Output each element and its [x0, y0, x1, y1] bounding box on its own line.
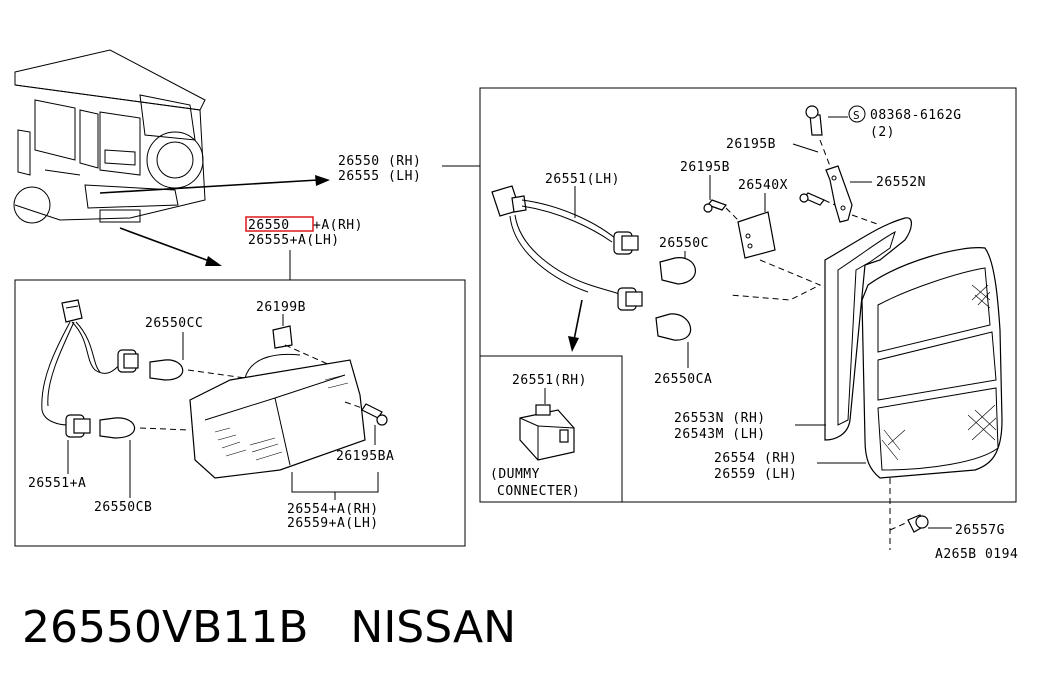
bolt-symbol	[848, 105, 866, 123]
label-26551a: 26551+A	[28, 476, 86, 491]
part-number-footer: 26550VB11B NISSAN	[22, 598, 1022, 668]
part-number: 26550VB11B	[22, 602, 309, 653]
label-26550ca: 26550CA	[654, 372, 712, 387]
label-26554-rh: 26554 (RH)	[714, 451, 797, 466]
dummy-connector-box	[479, 355, 623, 503]
label-26559-lh: 26559 (LH)	[714, 467, 797, 482]
bumper-lamp-box	[14, 279, 466, 547]
vehicle-arrows	[99, 175, 330, 266]
label-26543m-lh: 26543M (LH)	[674, 427, 766, 442]
label-diagram-code: A265B 0194	[935, 547, 1018, 562]
combination-lamp-parts	[491, 105, 1003, 550]
label-26195ba: 26195BA	[336, 449, 394, 464]
label-bolt-s: S	[853, 109, 860, 122]
label-bolt-qty: (2)	[870, 125, 895, 140]
label-26550cc: 26550CC	[145, 316, 203, 331]
label-26555-lh: 26555 (LH)	[338, 169, 421, 184]
label-26540x: 26540X	[738, 178, 788, 193]
bumper-lamp-parts	[41, 299, 388, 479]
label-26557g: 26557G	[955, 523, 1005, 538]
vehicle-illustration	[13, 49, 206, 224]
label-26555a-lh: 26555+A(LH)	[248, 233, 340, 248]
label-26199b: 26199B	[256, 300, 306, 315]
highlight-box	[245, 216, 314, 232]
label-26550cb: 26550CB	[94, 500, 152, 515]
label-26550-highlight: 26550	[248, 218, 290, 233]
label-26550c: 26550C	[659, 236, 709, 251]
label-26550a-rh-suffix: +A(RH)	[313, 218, 363, 233]
label-26551-rh: 26551(RH)	[512, 373, 587, 388]
label-26554a-rh: 26554+A(RH)	[287, 502, 379, 517]
label-dummy-line1: (DUMMY	[490, 467, 540, 482]
label-26195b: 26195B	[680, 160, 730, 175]
label-08368-6162g: 08368-6162G	[870, 108, 962, 123]
label-26553n-rh: 26553N (RH)	[674, 411, 766, 426]
label-26552n: 26552N	[876, 175, 926, 190]
label-26195b-top: 26195B	[726, 137, 776, 152]
label-26559a-lh: 26559+A(LH)	[287, 516, 379, 531]
label-dummy-line2: CONNECTER)	[497, 484, 580, 499]
brand-name: NISSAN	[350, 602, 516, 653]
combination-lamp-box	[479, 87, 1017, 503]
label-26550-rh: 26550 (RH)	[338, 154, 421, 169]
label-26551-lh: 26551(LH)	[545, 172, 620, 187]
